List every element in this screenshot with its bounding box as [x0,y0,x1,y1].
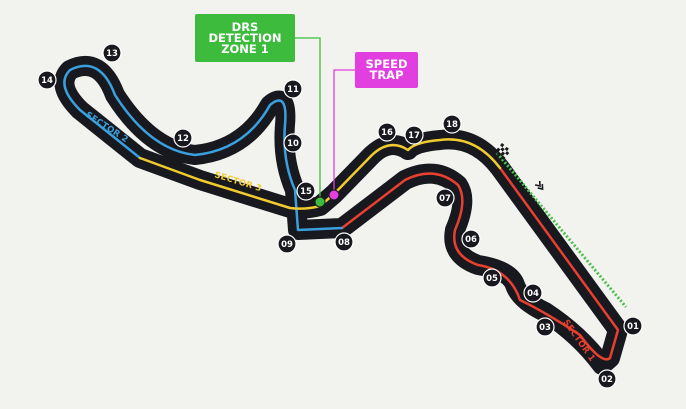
turn-number-label: 17 [408,131,420,141]
turn-marker-15: 15 [296,181,316,201]
sector-2-line [63,64,344,232]
turn-number-label: 11 [287,85,299,95]
turn-marker-circle [277,234,297,254]
sector-1-line [340,166,620,361]
turn-marker-circle [377,122,397,142]
turn-marker-03: 03 [535,317,555,337]
turn-marker-circle [435,188,455,208]
turn-marker-09: 09 [277,234,297,254]
turn-marker-11: 11 [283,79,303,99]
turn-number-label: 03 [539,323,551,333]
turn-marker-circle [37,70,57,90]
turn-number-label: 13 [106,49,118,59]
turn-marker-02: 02 [597,369,617,389]
turn-number-label: 04 [527,289,539,299]
drs-zone-line [495,152,628,308]
turn-marker-circle [102,43,122,63]
turn-markers: 01 02 03 04 05 06 07 08 09 10 11 12 13 14 15 16 17 18 [37,43,643,389]
turn-marker-10: 10 [283,133,303,153]
drs-callout-line-3: ZONE 1 [221,41,269,56]
turn-marker-04: 04 [523,283,543,303]
drs-detection-marker [314,196,326,208]
turn-marker-17: 17 [404,125,424,145]
turn-number-label: 05 [486,274,498,284]
trap-callout-line-1: SPEED [365,57,408,71]
turn-number-label: 16 [381,128,393,138]
turn-number-label: 15 [300,187,312,197]
turn-marker-circle [442,114,462,134]
turn-marker-circle [623,316,643,336]
turn-marker-14: 14 [37,70,57,90]
drs-callout-line-1: DRS [231,19,259,34]
trap-callout-line-2: TRAP [369,68,404,82]
drs-callout-line [295,37,321,200]
turn-marker-12: 12 [173,128,193,148]
turn-number-label: 10 [287,139,299,149]
turn-number-label: 12 [177,134,189,144]
turn-number-label: 18 [446,120,458,130]
sector-3-line [138,138,502,210]
turn-marker-07: 07 [435,188,455,208]
turn-marker-circle [597,369,617,389]
turn-marker-circle [461,229,481,249]
turn-marker-01: 01 [623,316,643,336]
turn-number-label: 09 [281,240,293,250]
turn-marker-13: 13 [102,43,122,63]
turn-marker-circle [334,232,354,252]
turn-number-label: 02 [601,375,613,385]
speed-trap-callout: SPEED TRAP [355,52,418,88]
turn-marker-circle [482,268,502,288]
turn-marker-circle [283,79,303,99]
drs-callout-line-2: DETECTION [208,30,282,45]
turn-marker-06: 06 [461,229,481,249]
turn-marker-circle [173,128,193,148]
turn-marker-08: 08 [334,232,354,252]
turn-marker-circle [523,283,543,303]
turn-number-label: 07 [439,194,451,204]
drs-detection-callout: DRS DETECTION ZONE 1 [195,14,295,62]
turn-number-label: 06 [465,235,477,245]
speed-trap-marker [328,189,340,201]
turn-marker-circle [296,181,316,201]
turn-number-label: 08 [338,238,350,248]
turn-number-label: 14 [41,76,53,86]
turn-marker-16: 16 [377,122,397,142]
turn-marker-05: 05 [482,268,502,288]
turn-marker-circle [404,125,424,145]
turn-number-label: 01 [627,322,639,332]
double-chevron-icon [534,180,544,191]
turn-marker-18: 18 [442,114,462,134]
turn-marker-circle [535,317,555,337]
checkered-flag-icon [496,143,510,160]
trap-callout-line [333,69,355,194]
turn-marker-circle [283,133,303,153]
